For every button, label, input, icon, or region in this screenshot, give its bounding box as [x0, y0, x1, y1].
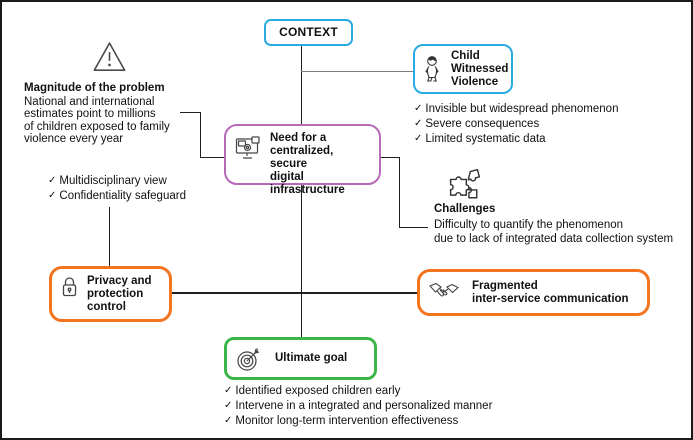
list-item-label: Limited systematic data	[425, 133, 546, 146]
target-dart-icon	[235, 344, 263, 374]
list-item: ✓ Multidisciplinary view	[48, 174, 186, 189]
node-ultimate-goal: Ultimate goal	[224, 337, 377, 380]
list-item: ✓ Confidentiality safeguard	[48, 189, 186, 204]
puzzle-pieces-icon	[445, 169, 485, 203]
list-item-label: Invisible but widespread phenomenon	[425, 103, 619, 115]
check-icon: ✓	[224, 415, 233, 427]
list-item: ✓ Monitor long-term intervention effecti…	[224, 414, 492, 429]
list-item-label: Monitor long-term intervention effective…	[235, 415, 459, 428]
connector-challenges-v	[398, 156, 400, 228]
child-label: Child Witnessed Violence	[451, 49, 509, 88]
node-digital-infrastructure: Need for a centralized, secure digital i…	[224, 124, 381, 196]
connector-child	[301, 71, 414, 73]
node-fragmented-communication: Fragmented inter-service communication	[417, 269, 650, 316]
privacy-label: Privacy and protection control	[87, 275, 152, 313]
need-label: Need for a centralized, secure digital i…	[270, 132, 345, 196]
list-item: ✓ Invisible but widespread phenomenon	[414, 102, 618, 117]
context-label: CONTEXT	[279, 25, 338, 39]
list-item: ✓ Intervene in a integrated and personal…	[224, 399, 492, 414]
check-icon: ✓	[224, 400, 233, 412]
connector-spine-bottom	[300, 185, 302, 337]
checklist-safeguards: ✓ Multidisciplinary view ✓ Confidentiali…	[48, 174, 186, 204]
connector-magnitude-h1	[180, 111, 201, 113]
check-icon: ✓	[414, 118, 423, 130]
connector-spine-top	[300, 46, 302, 124]
magnitude-body: National and international estimates poi…	[24, 96, 170, 145]
ultimate-label: Ultimate goal	[275, 352, 348, 364]
checklist-goals: ✓ Identified exposed children early ✓ In…	[224, 384, 492, 430]
list-item-label: Confidentiality safeguard	[59, 190, 186, 203]
connector-magnitude-v	[199, 111, 202, 158]
connector-challenges-h1	[380, 156, 400, 158]
check-icon: ✓	[48, 175, 57, 186]
check-icon: ✓	[48, 190, 57, 202]
list-item-label: Intervene in a integrated and personaliz…	[235, 400, 493, 413]
list-item-label: Identified exposed children early	[235, 385, 401, 397]
check-icon: ✓	[224, 385, 233, 396]
warning-triangle-icon	[92, 40, 127, 73]
challenges-body: Difficulty to quantify the phenomenon du…	[434, 219, 674, 245]
connector-magnitude-h2	[200, 156, 224, 158]
node-privacy-protection: Privacy and protection control	[49, 266, 172, 322]
padlock-icon	[60, 275, 79, 300]
list-item-label: Multidisciplinary view	[59, 175, 167, 187]
check-icon: ✓	[414, 133, 423, 145]
connector-privacy-fragmented	[172, 292, 417, 294]
digital-infrastructure-monitor-icon	[234, 136, 262, 160]
connector-challenges-h2	[399, 226, 428, 228]
node-child-witnessed-violence: Child Witnessed Violence	[413, 44, 513, 94]
child-icon	[421, 55, 443, 83]
handshake-icon	[428, 282, 460, 304]
check-icon: ✓	[414, 103, 423, 114]
node-context: CONTEXT	[264, 19, 353, 46]
challenges-title: Challenges	[434, 203, 496, 215]
connector-checklist-privacy	[108, 207, 110, 267]
magnitude-title: Magnitude of the problem	[24, 82, 165, 94]
list-item: ✓ Identified exposed children early	[224, 384, 492, 399]
list-item: ✓ Severe consequences	[414, 117, 618, 132]
fragmented-label: Fragmented inter-service communication	[472, 279, 629, 305]
checklist-phenomenon: ✓ Invisible but widespread phenomenon ✓ …	[414, 102, 618, 148]
list-item: ✓ Limited systematic data	[414, 132, 618, 147]
list-item-label: Severe consequences	[425, 118, 540, 131]
